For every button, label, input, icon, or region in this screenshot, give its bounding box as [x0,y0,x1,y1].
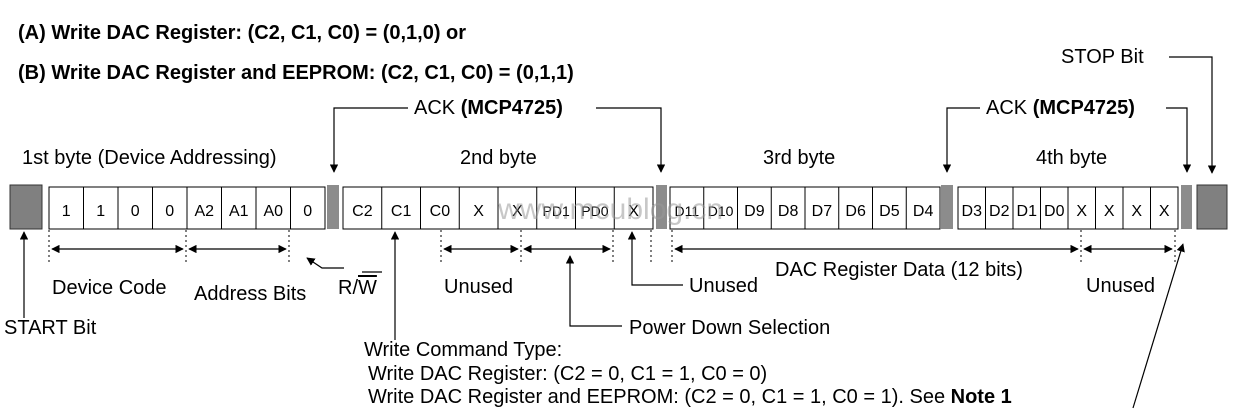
ack-label-2: ACK (MCP4725) [986,97,1135,119]
ack-pointer-2-right [1166,107,1192,173]
start-block [9,184,43,230]
bit-cell-label: PD0 [581,203,608,219]
byte-label-2: 2nd byte [460,147,537,169]
bit-cell-label: 0 [303,203,312,220]
bit-cell-label: A1 [229,203,249,220]
bit-cell-label: D3 [962,203,983,220]
bit-cell-label: D4 [913,203,934,220]
bit-cell-label: D11 [675,203,700,219]
bit-cell-label: 0 [165,203,174,220]
bit-cell-label: 1 [62,203,71,220]
bit-cell-label: C2 [352,203,373,220]
byte1-cells: 1 1 0 0 A2 A1 A0 0 [48,186,326,230]
bit-cell-label: C1 [391,203,412,220]
bit-cell-label: PD1 [543,203,570,219]
byte-label-1: 1st byte (Device Addressing) [22,147,277,169]
ack-pointer-1-left [329,107,408,173]
ack-pointer-1-right [596,107,666,173]
rw-pointer [306,257,344,269]
byte-label-4: 4th byte [1036,147,1107,169]
bit-cell-label: X [1076,203,1087,220]
ack-pointer-2-left [942,107,980,173]
address-bits-label: Address Bits [194,283,306,305]
bit-cell-label: X [473,203,484,220]
power-down-selection-label: Power Down Selection [629,317,830,339]
bit-cell-label: D1 [1017,203,1038,220]
unused-2-pointer [627,231,683,286]
bit-cell-label: X [1159,203,1170,220]
stop-bit-pointer [1169,56,1217,174]
byte-label-3: 3rd byte [763,147,835,169]
note1-pointer [1132,243,1185,409]
bit-cell-label: D7 [812,203,833,220]
write-dac-line: Write DAC Register: (C2 = 0, C1 = 1, C0 … [368,363,767,385]
ack-block-1 [327,185,339,229]
bit-cell-label: X [1104,203,1115,220]
write-command-type-label: Write Command Type: [364,339,562,361]
byte3-cells: D11 D10 D9 D8 D7 D6 D5 D4 [669,186,941,230]
bit-cell-label: C0 [430,203,451,220]
bit-cell-label: D2 [989,203,1010,220]
power-down-pointer [565,255,622,327]
stop-block [1196,184,1228,230]
ack-block-3 [941,185,953,229]
bit-cell-label: D6 [845,203,866,220]
title-b: (B) Write DAC Register and EEPROM: (C2, … [18,62,574,84]
rw-label: R/W [338,277,377,299]
pointer-arrows [19,231,1185,409]
bit-cell-label: 1 [96,203,105,220]
title-a: (A) Write DAC Register: (C2, C1, C0) = (… [18,22,466,44]
unused-label-3: Unused [1086,275,1155,297]
dotted-guides [48,230,1176,262]
bit-cell-label: A2 [194,203,214,220]
start-bit-label: START Bit [4,317,97,339]
unused-label-1: Unused [444,276,513,298]
bit-cell-label: D8 [778,203,799,220]
watermark: www.mcublog.cn [497,193,723,226]
stop-bit-label: STOP Bit [1061,46,1144,68]
bit-cell-label: D5 [879,203,900,220]
device-code-label: Device Code [52,277,167,299]
ack-block-2 [656,185,667,229]
bit-cell-label: X [628,203,639,220]
ack-label-1: ACK (MCP4725) [414,97,563,119]
bit-cell-label: D0 [1044,203,1065,220]
bit-cell-label: X [1131,203,1142,220]
write-eeprom-line: Write DAC Register and EEPROM: (C2 = 0, … [368,386,1012,408]
bit-cell-label: D10 [708,203,734,219]
bit-cell-label: 0 [131,203,140,220]
ack-block-4 [1181,185,1192,229]
unused-label-2: Unused [689,275,758,297]
byte2-cells: C2 C1 C0 X X PD1 PD0 X [342,186,654,230]
bit-cell-label: D9 [744,203,765,220]
bit-cell-label: A0 [263,203,283,220]
dac-register-data-label: DAC Register Data (12 bits) [775,259,1023,281]
bit-cell-label: X [512,203,523,220]
